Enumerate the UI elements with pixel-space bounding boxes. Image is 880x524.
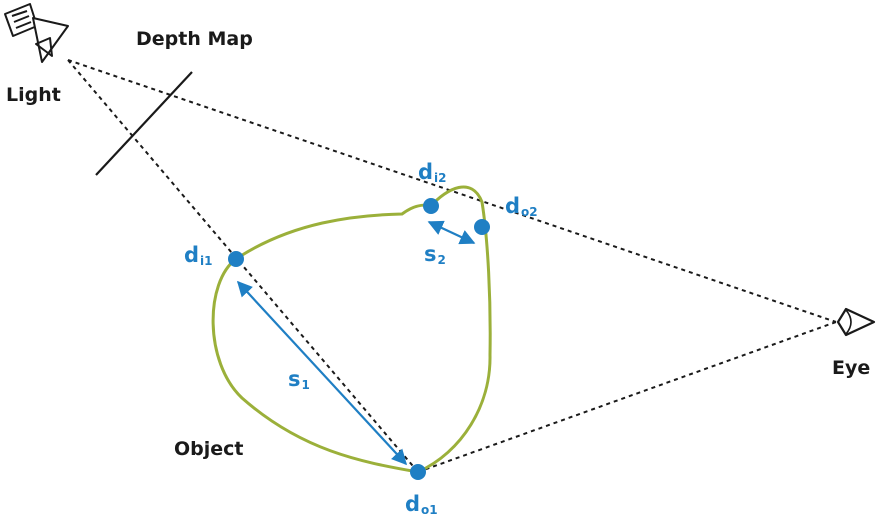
depth-map-plane bbox=[95, 71, 193, 176]
do2-label: do2 bbox=[505, 194, 538, 219]
s1-sub: 1 bbox=[301, 378, 310, 392]
di2-base: d bbox=[418, 160, 434, 184]
s2-arrow bbox=[427, 220, 476, 245]
point-do1 bbox=[410, 464, 426, 480]
point-do2 bbox=[474, 219, 490, 235]
eye-icon bbox=[836, 307, 876, 337]
point-di2 bbox=[423, 198, 439, 214]
s1-label: s1 bbox=[288, 367, 310, 392]
light-label: Light bbox=[6, 84, 61, 106]
spotlight-icon bbox=[4, 3, 69, 63]
light-ray-to-object bbox=[67, 59, 419, 473]
do1-base: d bbox=[405, 492, 421, 516]
do1-sub: o1 bbox=[421, 503, 438, 517]
s1-arrow bbox=[236, 280, 408, 466]
point-di1 bbox=[228, 251, 244, 267]
s2-base: s bbox=[424, 242, 437, 266]
eye-label: Eye bbox=[832, 357, 871, 379]
di1-sub: i1 bbox=[200, 254, 213, 268]
di1-label: di1 bbox=[184, 243, 213, 268]
s2-label: s2 bbox=[424, 242, 446, 267]
object-label: Object bbox=[174, 438, 244, 460]
di2-sub: i2 bbox=[434, 171, 447, 185]
do1-label: do1 bbox=[405, 492, 438, 517]
di1-base: d bbox=[184, 243, 200, 267]
s1-base: s bbox=[288, 367, 301, 391]
do2-base: d bbox=[505, 194, 521, 218]
depth-map-label: Depth Map bbox=[136, 28, 253, 50]
eye-ray-from-object bbox=[417, 321, 837, 473]
do2-sub: o2 bbox=[521, 205, 538, 219]
di2-label: di2 bbox=[418, 160, 447, 185]
object-outline bbox=[211, 185, 492, 474]
s2-sub: 2 bbox=[437, 253, 446, 267]
